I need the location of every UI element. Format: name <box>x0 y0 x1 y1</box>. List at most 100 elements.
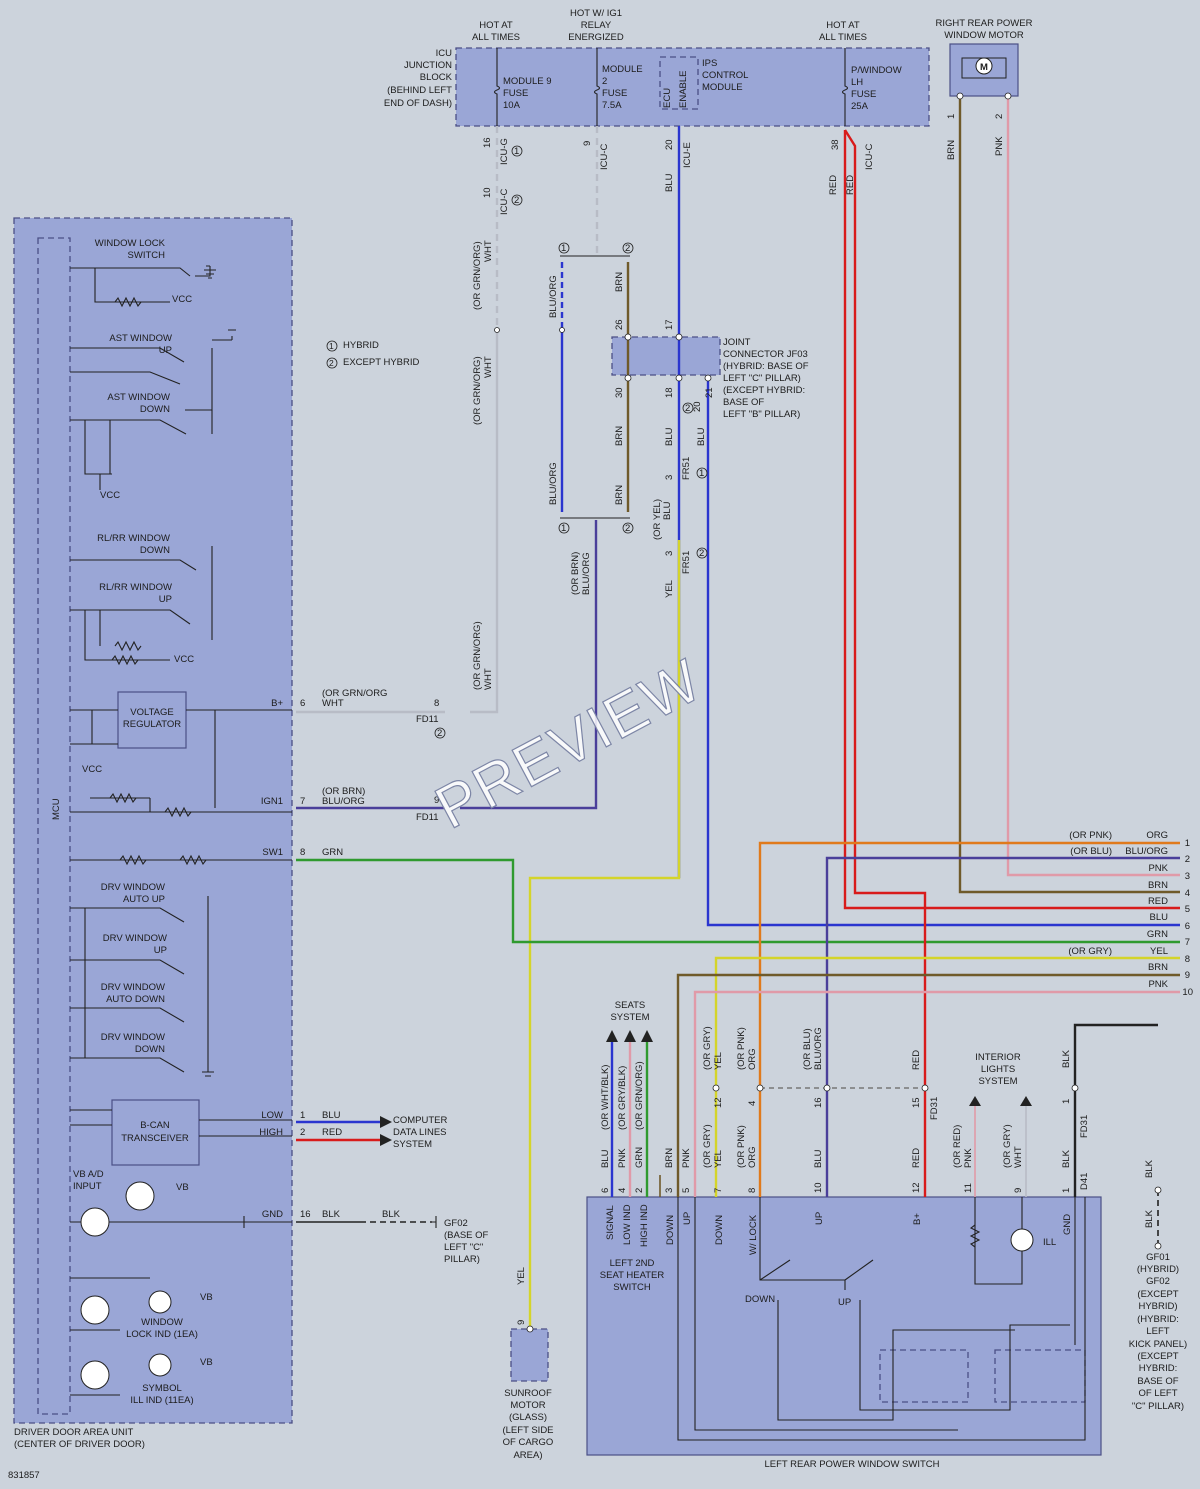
bluorg-b: BLU/ORG <box>548 462 559 505</box>
gf01-3: GF02 <box>1146 1276 1170 1287</box>
p2-label: 2 <box>300 1127 305 1138</box>
rp-1: 1 <box>1185 838 1190 849</box>
ill-lamp-icon <box>1010 1228 1034 1252</box>
sunroof-2: MOTOR <box>510 1400 545 1411</box>
ips-1: IPS <box>702 58 717 69</box>
legend-1-num: 1 <box>329 341 334 351</box>
sw-orgry-2: WHT <box>1013 1146 1024 1168</box>
spin-2: 2 <box>634 1188 645 1193</box>
vcc-2: VCC <box>100 490 120 501</box>
legend-except: EXCEPT HYBRID <box>343 357 420 368</box>
wire-wht-lower <box>470 330 499 714</box>
fd31a: FD31 <box>929 1097 940 1120</box>
dad-1: DRV WINDOW <box>101 982 165 993</box>
vcc-1: VCC <box>172 294 192 305</box>
ill-label: ILL <box>1043 1237 1056 1248</box>
can-arrow-icon <box>380 1116 392 1146</box>
jc1b: 1 <box>699 468 704 479</box>
orbrnb-1: (OR BRN) <box>322 786 365 797</box>
wire-yel-sunroof <box>528 540 681 1329</box>
sunroof-3: (GLASS) <box>509 1412 547 1423</box>
icuc-a-label: ICU-C <box>499 188 510 215</box>
p20: 20 <box>692 401 703 412</box>
c2e-label: 2 <box>437 728 442 739</box>
hot-all-2-line1: HOT AT <box>826 20 860 31</box>
sw-orred-1: (OR RED) <box>952 1125 963 1168</box>
ddau-labels: MCU WINDOW LOCK SWITCH VCC AST WINDOW UP… <box>8 238 213 1481</box>
seats-1: SEATS <box>615 1000 645 1011</box>
sunroof-5: OF CARGO <box>503 1437 554 1448</box>
p8a-label: 8 <box>434 698 439 709</box>
p3b: 3 <box>664 551 675 556</box>
sunroof-motor-box <box>510 1328 549 1382</box>
voltage-regulator-box <box>117 691 187 749</box>
si-bplus: B+ <box>912 1213 923 1225</box>
fd31b: FD31 <box>1079 1115 1090 1138</box>
oryel-b: BLU <box>662 501 673 520</box>
blk-gf: BLK <box>1144 1159 1155 1178</box>
icu-title-2: JUNCTION <box>404 60 452 71</box>
wl-1: WINDOW LOCK <box>95 238 166 249</box>
icu-junction-block <box>455 47 930 127</box>
orgrnorg-2: WHT <box>322 698 344 709</box>
joint-7: LEFT "B" PILLAR) <box>723 409 800 420</box>
fuse9-1: MODULE 9 <box>503 76 552 87</box>
bluorg-a: BLU/ORG <box>548 275 559 318</box>
gnd-label: GND <box>262 1209 283 1220</box>
p7-label: 7 <box>300 796 305 807</box>
transistor-icons <box>80 1181 172 1390</box>
blk2-label: BLK <box>382 1209 401 1220</box>
icug-label: ICU-G <box>499 138 510 165</box>
switch-inner-labels: SIGNAL LOW IND HIGH IND DOWN UP DOWN W/ … <box>600 1204 1073 1470</box>
ips-2: CONTROL <box>702 70 748 81</box>
p1-label: 1 <box>300 1110 305 1121</box>
mcu-connector-labels: B+ 6 (OR GRN/ORG WHT 8 FD11 2 IGN1 7 (OR… <box>259 688 488 1265</box>
sw-oryel-2: YEL <box>713 1150 724 1168</box>
joint-1: JOINT <box>723 337 751 348</box>
icu-title-3: BLOCK <box>420 72 453 83</box>
pin20-label: 20 <box>664 139 675 150</box>
wire-pnk-rr <box>1006 96 1180 877</box>
up-oryel-1: (OR GRY) <box>702 1026 713 1070</box>
blk1-label: BLK <box>322 1209 341 1220</box>
rc-6: BLU <box>1150 912 1169 923</box>
pin38-label: 38 <box>830 139 841 150</box>
astdn-2: DOWN <box>140 404 170 415</box>
ips-3: MODULE <box>702 82 743 93</box>
gf01-9: (EXCEPT <box>1137 1351 1178 1362</box>
dd-1: DRV WINDOW <box>101 1032 165 1043</box>
wli-2: LOCK IND (1EA) <box>126 1329 198 1340</box>
relay-up-box <box>994 1349 1086 1403</box>
ecu-enable-box <box>659 56 699 110</box>
rr2-label: 2 <box>994 114 1005 119</box>
icu-title-5: END OF DASH) <box>384 98 452 109</box>
si-gnd: GND <box>1062 1214 1073 1235</box>
up-orblu-2: BLU/ORG <box>813 1027 824 1070</box>
p16-label: 16 <box>300 1209 311 1220</box>
orgrn-wht-2a: (OR GRN/ORG) <box>472 356 483 425</box>
ill-resistor-icon <box>969 1224 981 1248</box>
jc2c: 2 <box>625 523 630 534</box>
vcc-3: VCC <box>174 654 194 665</box>
red2-label: RED <box>845 175 856 195</box>
si-low: LOW IND <box>622 1204 633 1245</box>
yel-sun: YEL <box>516 1267 527 1285</box>
or-pnk: (OR PNK) <box>1069 830 1112 841</box>
rldn-1: RL/RR WINDOW <box>97 533 170 544</box>
rp-5: 5 <box>1185 904 1190 915</box>
hot-all-2-line2: ALL TIMES <box>819 32 867 43</box>
fuse2-1: MODULE <box>602 64 643 75</box>
spin-7: 7 <box>713 1188 724 1193</box>
jc2b: 2 <box>685 403 690 414</box>
gf01-7: LEFT <box>1146 1326 1169 1337</box>
wire-red-1 <box>843 129 927 1197</box>
bcan-1: B-CAN <box>140 1120 170 1131</box>
vr-2: REGULATOR <box>123 719 181 730</box>
rr-motor-symbol-label: M <box>980 62 988 73</box>
ground-icons <box>202 265 437 1228</box>
jc2a: 2 <box>625 243 630 254</box>
dad-2: AUTO DOWN <box>106 994 165 1005</box>
spin-12: 12 <box>911 1182 922 1193</box>
orbrn-a: (OR BRN) <box>570 552 581 595</box>
du-2: UP <box>154 945 167 956</box>
